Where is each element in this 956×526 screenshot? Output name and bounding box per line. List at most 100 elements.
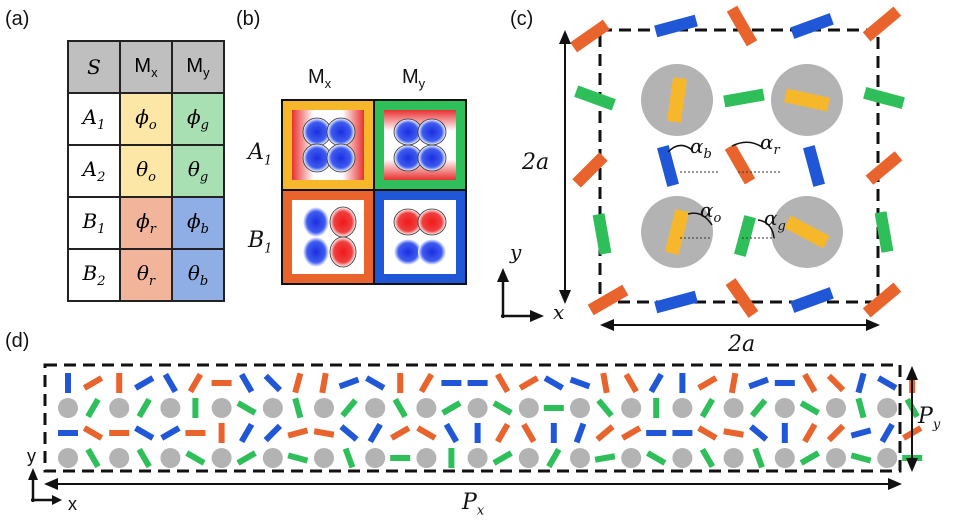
disk bbox=[518, 448, 539, 468]
rod bbox=[877, 375, 898, 391]
rod bbox=[748, 376, 770, 390]
alpha-o-label: αo bbox=[700, 198, 722, 226]
rod bbox=[646, 450, 667, 466]
alpha-r-label: αr bbox=[760, 130, 780, 158]
disk bbox=[314, 398, 334, 418]
rod bbox=[862, 6, 902, 42]
table-header-s: S bbox=[67, 40, 121, 94]
rod bbox=[697, 425, 718, 441]
disk bbox=[877, 398, 898, 418]
rod bbox=[192, 398, 199, 418]
rod bbox=[416, 425, 437, 441]
rod bbox=[313, 428, 335, 438]
disk bbox=[160, 398, 181, 418]
rod bbox=[467, 380, 488, 386]
table-row: B1 ϕr ϕb bbox=[67, 196, 225, 250]
panel-label-a: (a) bbox=[5, 8, 30, 30]
axis-x-label-c: x bbox=[553, 300, 565, 324]
table-cell-mx: ϕr bbox=[119, 196, 173, 250]
disk bbox=[877, 448, 898, 468]
cell-height-label: 2a bbox=[522, 150, 550, 175]
disk bbox=[160, 448, 181, 468]
rod bbox=[162, 372, 178, 394]
rod bbox=[600, 372, 610, 394]
rod bbox=[495, 422, 511, 444]
disk bbox=[314, 448, 334, 468]
disk bbox=[570, 448, 590, 468]
mode-a1-mx bbox=[292, 110, 364, 180]
rod bbox=[826, 423, 846, 443]
rod bbox=[723, 428, 744, 438]
rod bbox=[187, 372, 203, 394]
disk bbox=[211, 398, 232, 418]
rod bbox=[58, 430, 78, 436]
table-cell-label: B1 bbox=[67, 196, 121, 250]
rod bbox=[749, 398, 768, 418]
panel-label-c: (c) bbox=[510, 8, 534, 30]
rod bbox=[390, 455, 411, 461]
rod bbox=[292, 397, 304, 419]
rod bbox=[865, 151, 903, 185]
rod bbox=[592, 213, 612, 255]
rod bbox=[623, 372, 639, 394]
rod bbox=[185, 450, 206, 466]
table-cell-my: θb bbox=[171, 248, 225, 302]
rod bbox=[725, 278, 759, 318]
rod bbox=[109, 430, 130, 436]
disk bbox=[467, 398, 488, 418]
period-y-label: Py bbox=[918, 404, 941, 433]
rod bbox=[448, 448, 455, 468]
rod bbox=[699, 397, 715, 419]
disk bbox=[416, 398, 437, 418]
table-cell-my: ϕg bbox=[171, 92, 225, 146]
rod bbox=[879, 422, 895, 444]
disk bbox=[723, 398, 744, 418]
rod bbox=[441, 400, 462, 416]
table-cell-label: B2 bbox=[67, 248, 121, 302]
rod bbox=[587, 284, 629, 316]
rod bbox=[340, 398, 358, 418]
rod bbox=[82, 375, 104, 391]
disk bbox=[723, 448, 744, 468]
rod bbox=[134, 425, 155, 441]
disk bbox=[262, 398, 283, 418]
rod bbox=[550, 423, 557, 443]
rod bbox=[518, 375, 539, 391]
rod bbox=[569, 376, 591, 390]
rod bbox=[474, 423, 481, 443]
table-header-row: S Mx My bbox=[67, 40, 225, 94]
rod bbox=[863, 87, 905, 109]
panel-label-d: (d) bbox=[5, 330, 30, 352]
table-row: A1 ϕo ϕg bbox=[67, 92, 225, 146]
rod bbox=[441, 380, 462, 386]
disk bbox=[365, 448, 386, 468]
table-row: B2 θr θb bbox=[67, 248, 225, 302]
symmetry-table: S Mx My A1 ϕo ϕg A2 θo θg B1 ϕr ϕb B2 θr… bbox=[67, 40, 225, 302]
rod bbox=[263, 373, 282, 393]
table-row: A2 θo θg bbox=[67, 144, 225, 198]
disk bbox=[621, 398, 642, 418]
table-header-mx: Mx bbox=[119, 40, 173, 94]
table-cell-my: θg bbox=[171, 144, 225, 198]
rod bbox=[699, 447, 715, 469]
rod bbox=[574, 85, 616, 111]
disk bbox=[262, 448, 283, 468]
rod bbox=[850, 452, 872, 464]
mode-b1-my bbox=[384, 200, 456, 274]
rod bbox=[136, 447, 152, 469]
disk bbox=[211, 448, 232, 468]
cell-width-label: 2a bbox=[728, 332, 756, 357]
rod bbox=[595, 424, 615, 442]
mode-a1-my bbox=[384, 110, 456, 180]
rod bbox=[239, 372, 255, 394]
rod bbox=[874, 211, 894, 253]
rod bbox=[726, 5, 758, 47]
rod bbox=[211, 380, 232, 386]
rod bbox=[263, 423, 282, 443]
axis-y-label-d: y bbox=[27, 446, 36, 466]
disk bbox=[826, 398, 846, 418]
rod bbox=[654, 14, 698, 38]
disk bbox=[58, 398, 78, 418]
rod bbox=[160, 425, 181, 441]
